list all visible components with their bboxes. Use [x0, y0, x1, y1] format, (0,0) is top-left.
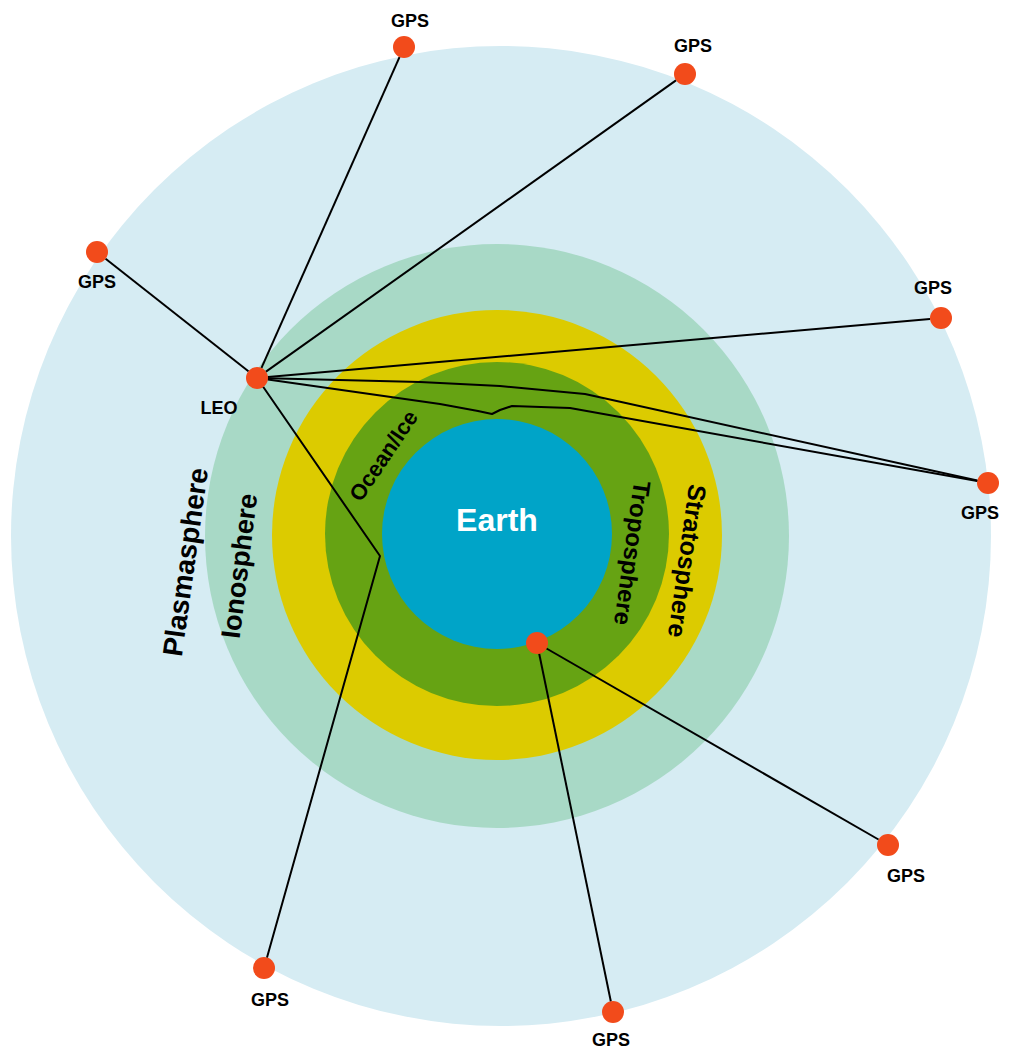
- gps-satellite: GPS: [393, 36, 415, 58]
- signal-line: [266, 80, 676, 371]
- signal-path: [106, 259, 249, 371]
- signal-line: [106, 259, 249, 371]
- satellite-label: GPS: [914, 279, 952, 297]
- gps-satellite: GPS: [602, 1001, 624, 1023]
- layer-name: Plasmasphere: [159, 466, 213, 658]
- satellite-label: LEO: [200, 399, 237, 417]
- signal-line: [268, 319, 930, 377]
- gps-satellite: GPS: [674, 63, 696, 85]
- signal-path: [262, 57, 400, 368]
- signal-line: [262, 57, 400, 368]
- stratosphere-band: StratosphereTroposphere Earth: [272, 310, 722, 760]
- signal-path: [268, 319, 930, 377]
- satellite-label: GPS: [674, 37, 712, 55]
- gps-satellite: GPS: [86, 241, 108, 263]
- ionosphere-band: Ionosphere StratosphereTroposphere Earth: [205, 244, 789, 828]
- satellite-label: GPS: [887, 867, 925, 885]
- gps-satellite: GPS: [877, 834, 899, 856]
- signal-path: [266, 80, 676, 371]
- gps-satellite: GPS: [253, 957, 275, 979]
- gps-satellite: GPS: [930, 307, 952, 329]
- earth-name: Earth: [456, 504, 538, 536]
- satellite-label: GPS: [78, 273, 116, 291]
- signal-line: [539, 654, 611, 1001]
- satellite-label: GPS: [961, 504, 999, 522]
- earth-circle: Earth: [382, 419, 612, 649]
- layer-name: Stratosphere: [664, 483, 710, 639]
- leo-satellite: LEO: [246, 367, 268, 389]
- satellite-label: GPS: [592, 1031, 630, 1049]
- satellite-label: GPS: [251, 991, 289, 1009]
- satellite-label: GPS: [391, 12, 429, 30]
- ground-receiver-dot: [526, 632, 548, 654]
- layer-name: Ionosphere: [218, 492, 263, 640]
- plasmasphere-band: PlasmasphereIonosphereStratosphereTropos…: [11, 46, 991, 1026]
- signal-line: [547, 649, 879, 840]
- layer-name: Troposphere: [610, 479, 654, 626]
- gps-satellite: GPS: [977, 472, 999, 494]
- troposphere-band: Troposphere Earth: [325, 362, 669, 706]
